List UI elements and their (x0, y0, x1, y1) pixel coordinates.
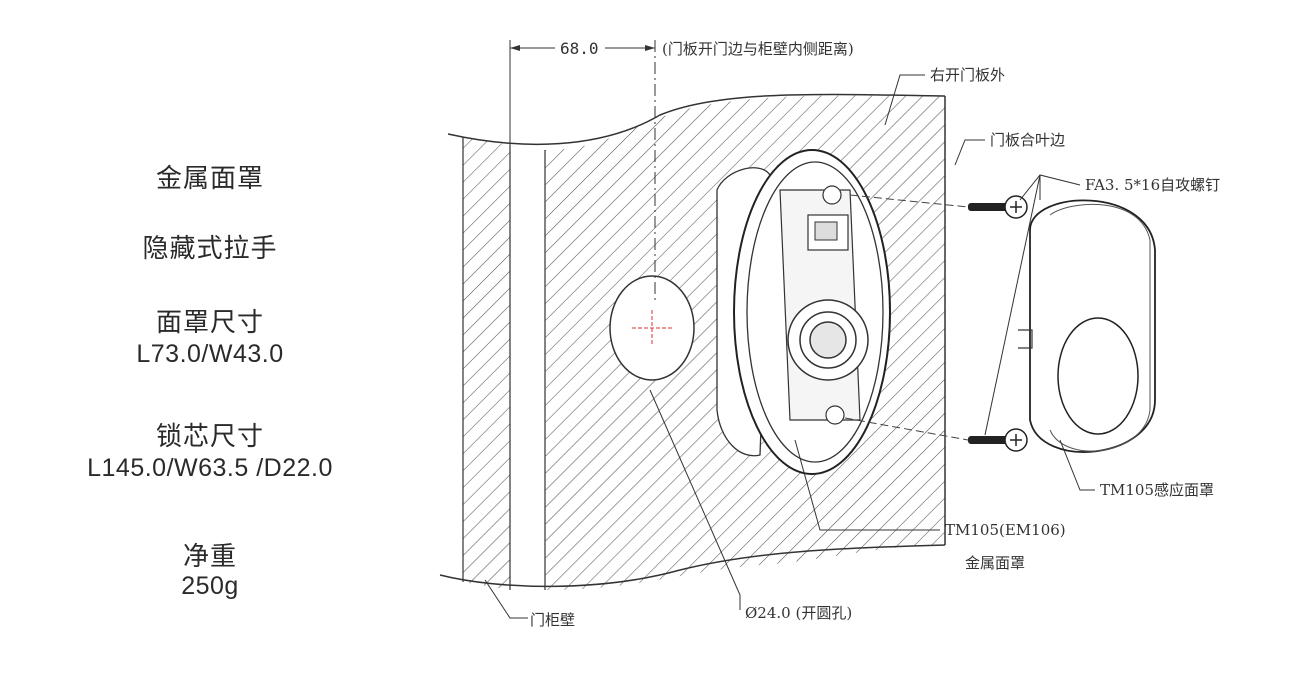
faceplate-size-title: 面罩尺寸 (155, 308, 264, 338)
sensor-cover-label: TM105感应面罩 (1100, 481, 1214, 499)
faceplate-size-value: L73.0/W43.0 (136, 340, 284, 368)
sensor-cover (1018, 199, 1156, 453)
screw-label: FA3. 5*16自攻螺钉 (1085, 176, 1220, 194)
screws (844, 194, 1028, 452)
handle-title: 隐藏式拉手 (142, 234, 278, 264)
leader-lines (484, 74, 1095, 619)
dimension-value: 68.0 (560, 39, 599, 58)
top-screw (968, 195, 1028, 219)
weight-value: 250g (181, 572, 239, 600)
door-outer-label: 右开门板外 (930, 66, 1005, 84)
dimension-note: (门板开门边与柜壁内侧距离) (662, 40, 854, 58)
model-label: TM105(EM106) (945, 521, 1066, 539)
faceplate-title: 金属面罩 (155, 164, 264, 194)
hole-label: Ø24.0 (开圆孔) (745, 604, 852, 622)
bottom-screw (968, 428, 1028, 452)
cabinet-wall (462, 137, 546, 590)
cabinet-wall-label: 门柜壁 (530, 611, 575, 629)
round-hole (609, 275, 695, 381)
lock-body-size-title: 锁芯尺寸 (155, 422, 264, 452)
weight-title: 净重 (182, 542, 237, 572)
metal-cover-label: 金属面罩 (965, 554, 1025, 572)
dimension-68 (509, 40, 656, 300)
metal-faceplate (716, 149, 891, 475)
lock-body-size-value: L145.0/W63.5 /D22.0 (87, 454, 333, 482)
door-closing-edge-label: 门板合叶边 (990, 131, 1065, 149)
spec-panel: 金属面罩 隐藏式拉手 面罩尺寸 L73.0/W43.0 锁芯尺寸 L145.0/… (0, 0, 420, 689)
